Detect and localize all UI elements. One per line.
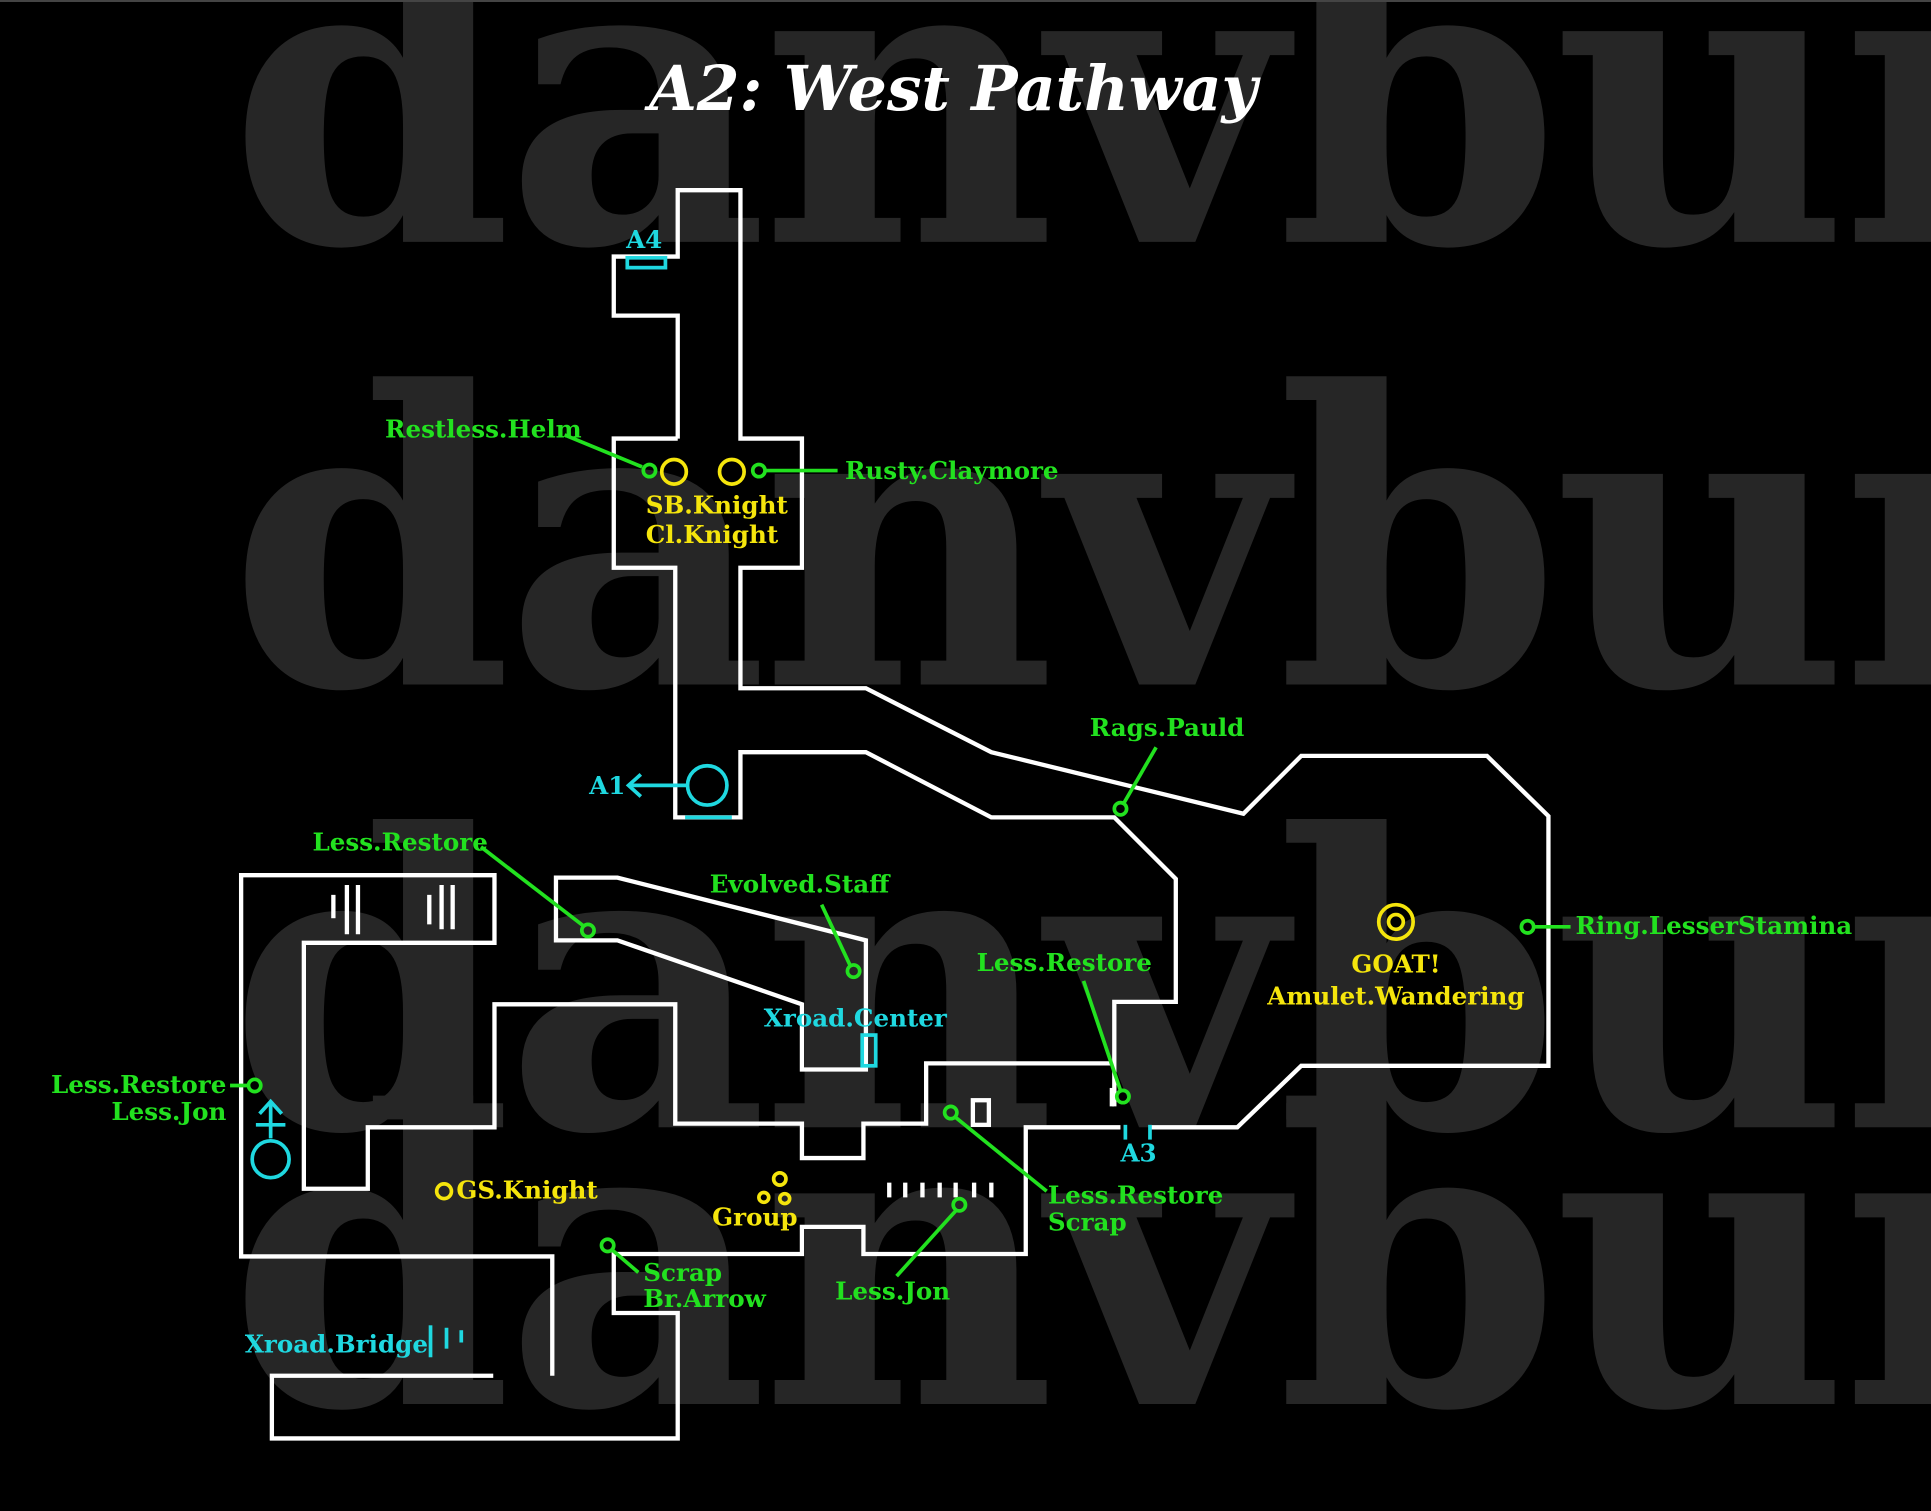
svg-text:Rags.Pauld: Rags.Pauld (1090, 713, 1245, 742)
watermark-text: danvbuny (229, 1023, 1931, 1500)
enemy-goat[interactable]: GOAT! Amulet.Wandering (1266, 902, 1525, 1011)
watermark-text: danvbuny (229, 304, 1931, 781)
enemy-group[interactable]: Group (712, 1170, 798, 1232)
svg-text:Less.Restore: Less.Restore (312, 828, 487, 857)
svg-text:GOAT!: GOAT! (1351, 949, 1440, 978)
svg-text:Group: Group (712, 1203, 797, 1232)
exit-xroad-bridge[interactable]: Xroad.Bridge (245, 1325, 464, 1358)
svg-text:Xroad.Bridge: Xroad.Bridge (245, 1329, 428, 1358)
svg-text:SB.Knight: SB.Knight (646, 491, 789, 520)
svg-text:A4: A4 (625, 225, 662, 254)
svg-text:GS.Knight: GS.Knight (456, 1176, 598, 1205)
svg-text:Evolved.Staff: Evolved.Staff (710, 869, 891, 898)
item-evolved-staff[interactable]: Evolved.Staff (710, 869, 891, 980)
svg-text:Xroad.Center: Xroad.Center (764, 1003, 948, 1032)
exit-west-up[interactable] (250, 1098, 291, 1180)
map-title: A2: West Pathway (644, 52, 1261, 125)
enemy-gs-knight[interactable]: GS.Knight (434, 1176, 599, 1205)
svg-text:Cl.Knight: Cl.Knight (646, 520, 779, 549)
item-less-restore[interactable]: Less.Restore (312, 828, 596, 939)
svg-text:Less.Jon: Less.Jon (835, 1276, 950, 1305)
svg-text:Less.Restore: Less.Restore (51, 1070, 226, 1099)
svg-text:Scrap: Scrap (1048, 1208, 1127, 1237)
svg-text:Less.Restore: Less.Restore (977, 948, 1152, 977)
item-rags-pauld[interactable]: Rags.Pauld (1090, 713, 1245, 817)
watermark-text: danvbuny (229, 2, 1931, 338)
exit-xroad-center[interactable]: Xroad.Center (764, 1003, 948, 1068)
svg-text:Restless.Helm: Restless.Helm (385, 414, 582, 443)
watermark-text: danvbuny (229, 746, 1931, 1223)
svg-text:A3: A3 (1119, 1139, 1156, 1168)
exit-a3[interactable]: A3 (1119, 1124, 1157, 1168)
svg-text:Ring.LesserStamina: Ring.LesserStamina (1575, 911, 1852, 940)
decor-marks (331, 885, 994, 1198)
svg-text:Amulet.Wandering: Amulet.Wandering (1266, 981, 1524, 1010)
item-less-restore-east[interactable]: Less.Restore (977, 948, 1152, 1105)
exit-a1[interactable]: A1 (588, 763, 732, 820)
item-less-restore-less-jon[interactable]: Less.Restore Less.Jon (51, 1070, 263, 1126)
svg-text:Rusty.Claymore: Rusty.Claymore (845, 456, 1059, 485)
svg-text:Less.Restore: Less.Restore (1048, 1181, 1223, 1210)
item-rusty-claymore[interactable]: Rusty.Claymore (750, 456, 1059, 485)
svg-text:Scrap: Scrap (643, 1258, 722, 1287)
watermark: danvbuny danvbuny danvbuny danvbuny (229, 2, 1931, 1500)
item-restless-helm[interactable]: Restless.Helm (385, 414, 658, 479)
item-less-restore-scrap[interactable]: Less.Restore Scrap (942, 1104, 1224, 1237)
item-less-jon[interactable]: Less.Jon (835, 1196, 968, 1306)
svg-text:Less.Jon: Less.Jon (111, 1097, 226, 1126)
svg-text:Br.Arrow: Br.Arrow (643, 1284, 766, 1313)
exit-a4[interactable]: A4 (625, 225, 668, 270)
item-ring-lesser-stamina[interactable]: Ring.LesserStamina (1519, 911, 1852, 940)
svg-text:A1: A1 (588, 771, 625, 800)
enemy-knights[interactable]: SB.Knight Cl.Knight (646, 457, 789, 549)
item-scrap-br-arrow[interactable]: Scrap Br.Arrow (599, 1237, 767, 1313)
